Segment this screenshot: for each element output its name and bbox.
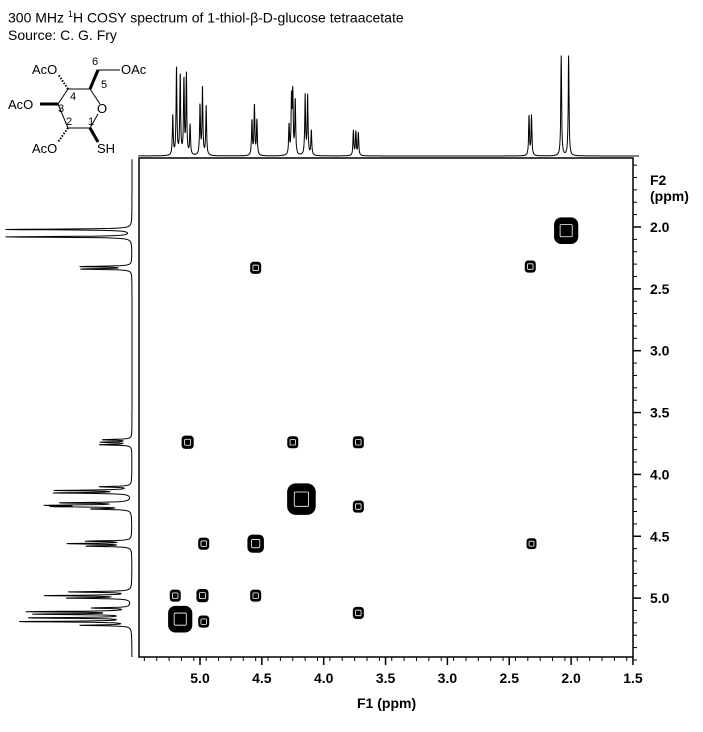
cross-peak-contour [293,491,309,507]
cross-peak [198,537,210,550]
x-tick-label: 2.0 [561,670,581,686]
cross-peak-contour [528,540,535,547]
y-tick-label: 2.0 [650,219,670,235]
cross-peak [247,534,264,553]
cross-peak [196,588,209,603]
x-tick-label: 4.0 [314,670,334,686]
cross-peak-contour [355,503,362,510]
aco-3-label: AcO [8,97,33,112]
y-tick-label: 2.5 [650,281,670,297]
cross-peak-contour [527,263,534,270]
cross-peak-contour [184,438,192,446]
aco-4-label: AcO [32,62,57,77]
cross-peak [352,500,364,513]
x-axis-label: F1 (ppm) [357,695,416,711]
cross-peak [181,435,194,449]
cross-peak [526,538,537,550]
carbon-5-number: 5 [101,79,107,91]
cross-peak-contour [355,439,362,446]
x-tick-label: 3.5 [376,670,396,686]
cross-peak [287,436,299,449]
cross-peak-contour [559,224,573,238]
cross-peak [169,589,181,602]
figure-title: 300 MHz 1H COSY spectrum of 1-thiol-β-D-… [8,6,404,44]
cross-peak-contour [200,618,207,625]
cross-peak-contour [251,539,261,549]
cross-peak [168,605,193,633]
cross-peak [250,589,262,602]
y-tick-label: 4.0 [650,466,670,482]
carbon-3-number: 3 [58,103,64,115]
cross-peak-contour [252,264,259,271]
cross-peaks [168,217,579,633]
cross-peak-contour [200,540,207,547]
source-line: Source: C. G. Fry [8,26,117,43]
aco-2-label: AcO [32,141,57,156]
y-tick-label: 4.5 [650,528,670,544]
y-axis-label-ppm: (ppm) [650,188,689,204]
cross-peak [352,606,364,619]
cross-peak [524,260,536,273]
cross-peak [554,217,579,245]
cross-peak-contour [289,439,296,446]
x-tick-label: 4.5 [252,670,272,686]
y-tick-label: 3.5 [650,405,670,421]
sh-label: SH [97,141,115,156]
carbon-4-number: 4 [70,91,76,103]
cross-peak-contour [355,609,362,617]
cross-peak [287,483,316,515]
cross-peak-contour [173,612,187,626]
carbon-2-number: 2 [66,116,72,128]
y-axis: 2.0 2.5 3.0 3.5 4.0 4.5 5.0 [633,164,670,661]
x-tick-label: 2.5 [500,670,520,686]
cross-peak-contour [252,592,259,599]
y-tick-label: 5.0 [650,590,670,606]
x-tick-label: 3.0 [438,670,458,686]
oac-6-label: OAc [121,62,147,77]
title-line: 300 MHz 1H COSY spectrum of 1-thiol-β-D-… [8,9,404,26]
f2-projection-spectrum [5,159,133,657]
cross-peak-contour [172,592,179,599]
cross-peak [352,436,364,449]
f1-projection-spectrum [138,55,639,157]
ring-oxygen-label: O [97,101,107,116]
y-axis-label-f2: F2 [650,172,667,188]
cross-peak [250,261,262,274]
cross-peak [198,615,210,628]
carbon-6-number: 6 [92,56,98,68]
molecule-structure [40,69,120,143]
carbon-1-number: 1 [88,116,94,128]
x-axis: 5.0 4.5 4.0 3.5 3.0 2.5 2.0 1.5 [143,657,643,686]
cross-peak-contour [199,592,206,600]
x-tick-label: 1.5 [623,670,643,686]
x-tick-label: 5.0 [190,670,210,686]
y-tick-label: 3.0 [650,343,670,359]
